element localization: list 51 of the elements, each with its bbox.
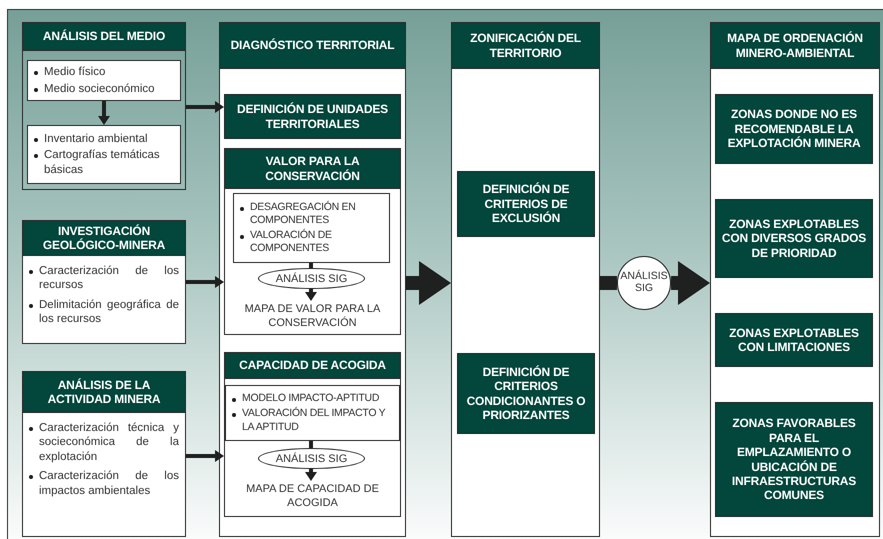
panel (22, 220, 186, 344)
list-item-text: VALORACIÓN DEL IMPACTO Y LA APTITUD (242, 407, 386, 434)
panel (219, 22, 406, 537)
list-box (27, 60, 181, 101)
list-item-text: Caracterización de los recursos (39, 264, 179, 293)
process-ellipse: ANÁLISIS SIG (258, 268, 365, 289)
panel-header: VALOR PARA LA CONSERVACIÓN (225, 149, 400, 189)
panel-header: INVESTIGACIÓN GEOLÓGICO-MINERA (23, 221, 185, 256)
title-box: DEFINICIÓN DE UNIDADES TERRITORIALES (224, 94, 401, 139)
panel (22, 371, 186, 537)
title-box: ZONAS DONDE NO ES RECOMENDABLE LA EXPLOTACIÓN MINERA (715, 94, 873, 164)
title-box: ZONAS EXPLOTABLES CON DIVERSOS GRADOS DE PRIORIDAD (715, 199, 873, 278)
list-box (27, 125, 181, 184)
block-arrow (671, 261, 710, 305)
process-ellipse: ANÁLISIS SIG (258, 448, 365, 469)
list-box (225, 385, 400, 441)
list-item-text: VALORACIÓN DE COMPONENTES (250, 229, 333, 256)
list-item-text: Cartografías temáticas básicas (44, 148, 161, 178)
block-arrow (406, 261, 451, 305)
panel-header: ANÁLISIS DE LA ACTIVIDAD MINERA (23, 372, 185, 413)
result-label: MAPA DE VALOR PARA LA CONSERVACIÓN (229, 301, 396, 333)
result-label: MAPA DE CAPACIDAD DE ACOGIDA (229, 481, 396, 513)
list-item-text: Inventario ambiental (44, 132, 149, 146)
panel (22, 22, 186, 190)
title-box: DEFINICIÓN DE CRITERIOS DE EXCLUSIÓN (457, 171, 595, 237)
panel (710, 22, 880, 537)
list-item-text: Medio socieconómico (44, 82, 156, 96)
arrow (98, 101, 110, 125)
list-item-text: Delimitación geográfica de los recursos (39, 298, 179, 326)
title-box: ZONAS FAVORABLES PARA EL EMPLAZAMIENTO O UBICACIÓN DE INFRAESTRUCTURAS COMUNES (715, 402, 873, 517)
arrow (305, 469, 317, 481)
arrow (305, 289, 317, 301)
arrow (186, 101, 224, 113)
panel (224, 352, 401, 517)
title-box: DEFINICIÓN DE CRITERIOS CONDICIONANTES O PRIORIZANTES (457, 353, 595, 434)
list-item-text: DESAGREGACIÓN EN COMPONENTES (250, 200, 356, 227)
panel (451, 22, 600, 537)
list-item-text: Caracterización técnica y socieconómica de la explotación (39, 421, 179, 464)
list-item-text: Caracterización de los impactos ambientales (39, 469, 179, 498)
panel-header: ZONIFICACIÓN DEL TERRITORIO (452, 23, 599, 69)
panel-header: ANÁLISIS DEL MEDIO (23, 23, 185, 51)
list-item-text: Medio físico (44, 65, 106, 80)
arrow (186, 276, 224, 288)
list-box (233, 193, 390, 263)
panel-header: MAPA DE ORDENACIÓN MINERO-AMBIENTAL (711, 23, 879, 69)
arrow (186, 450, 224, 462)
panel (224, 148, 401, 335)
list-item-text: MODELO IMPACTO-APTITUD (242, 392, 380, 406)
panel-header: DIAGNÓSTICO TERRITORIAL (220, 23, 405, 69)
title-box: ZONAS EXPLOTABLES CON LIMITACIONES (715, 313, 873, 367)
panel-header: CAPACIDAD DE ACOGIDA (225, 353, 400, 379)
